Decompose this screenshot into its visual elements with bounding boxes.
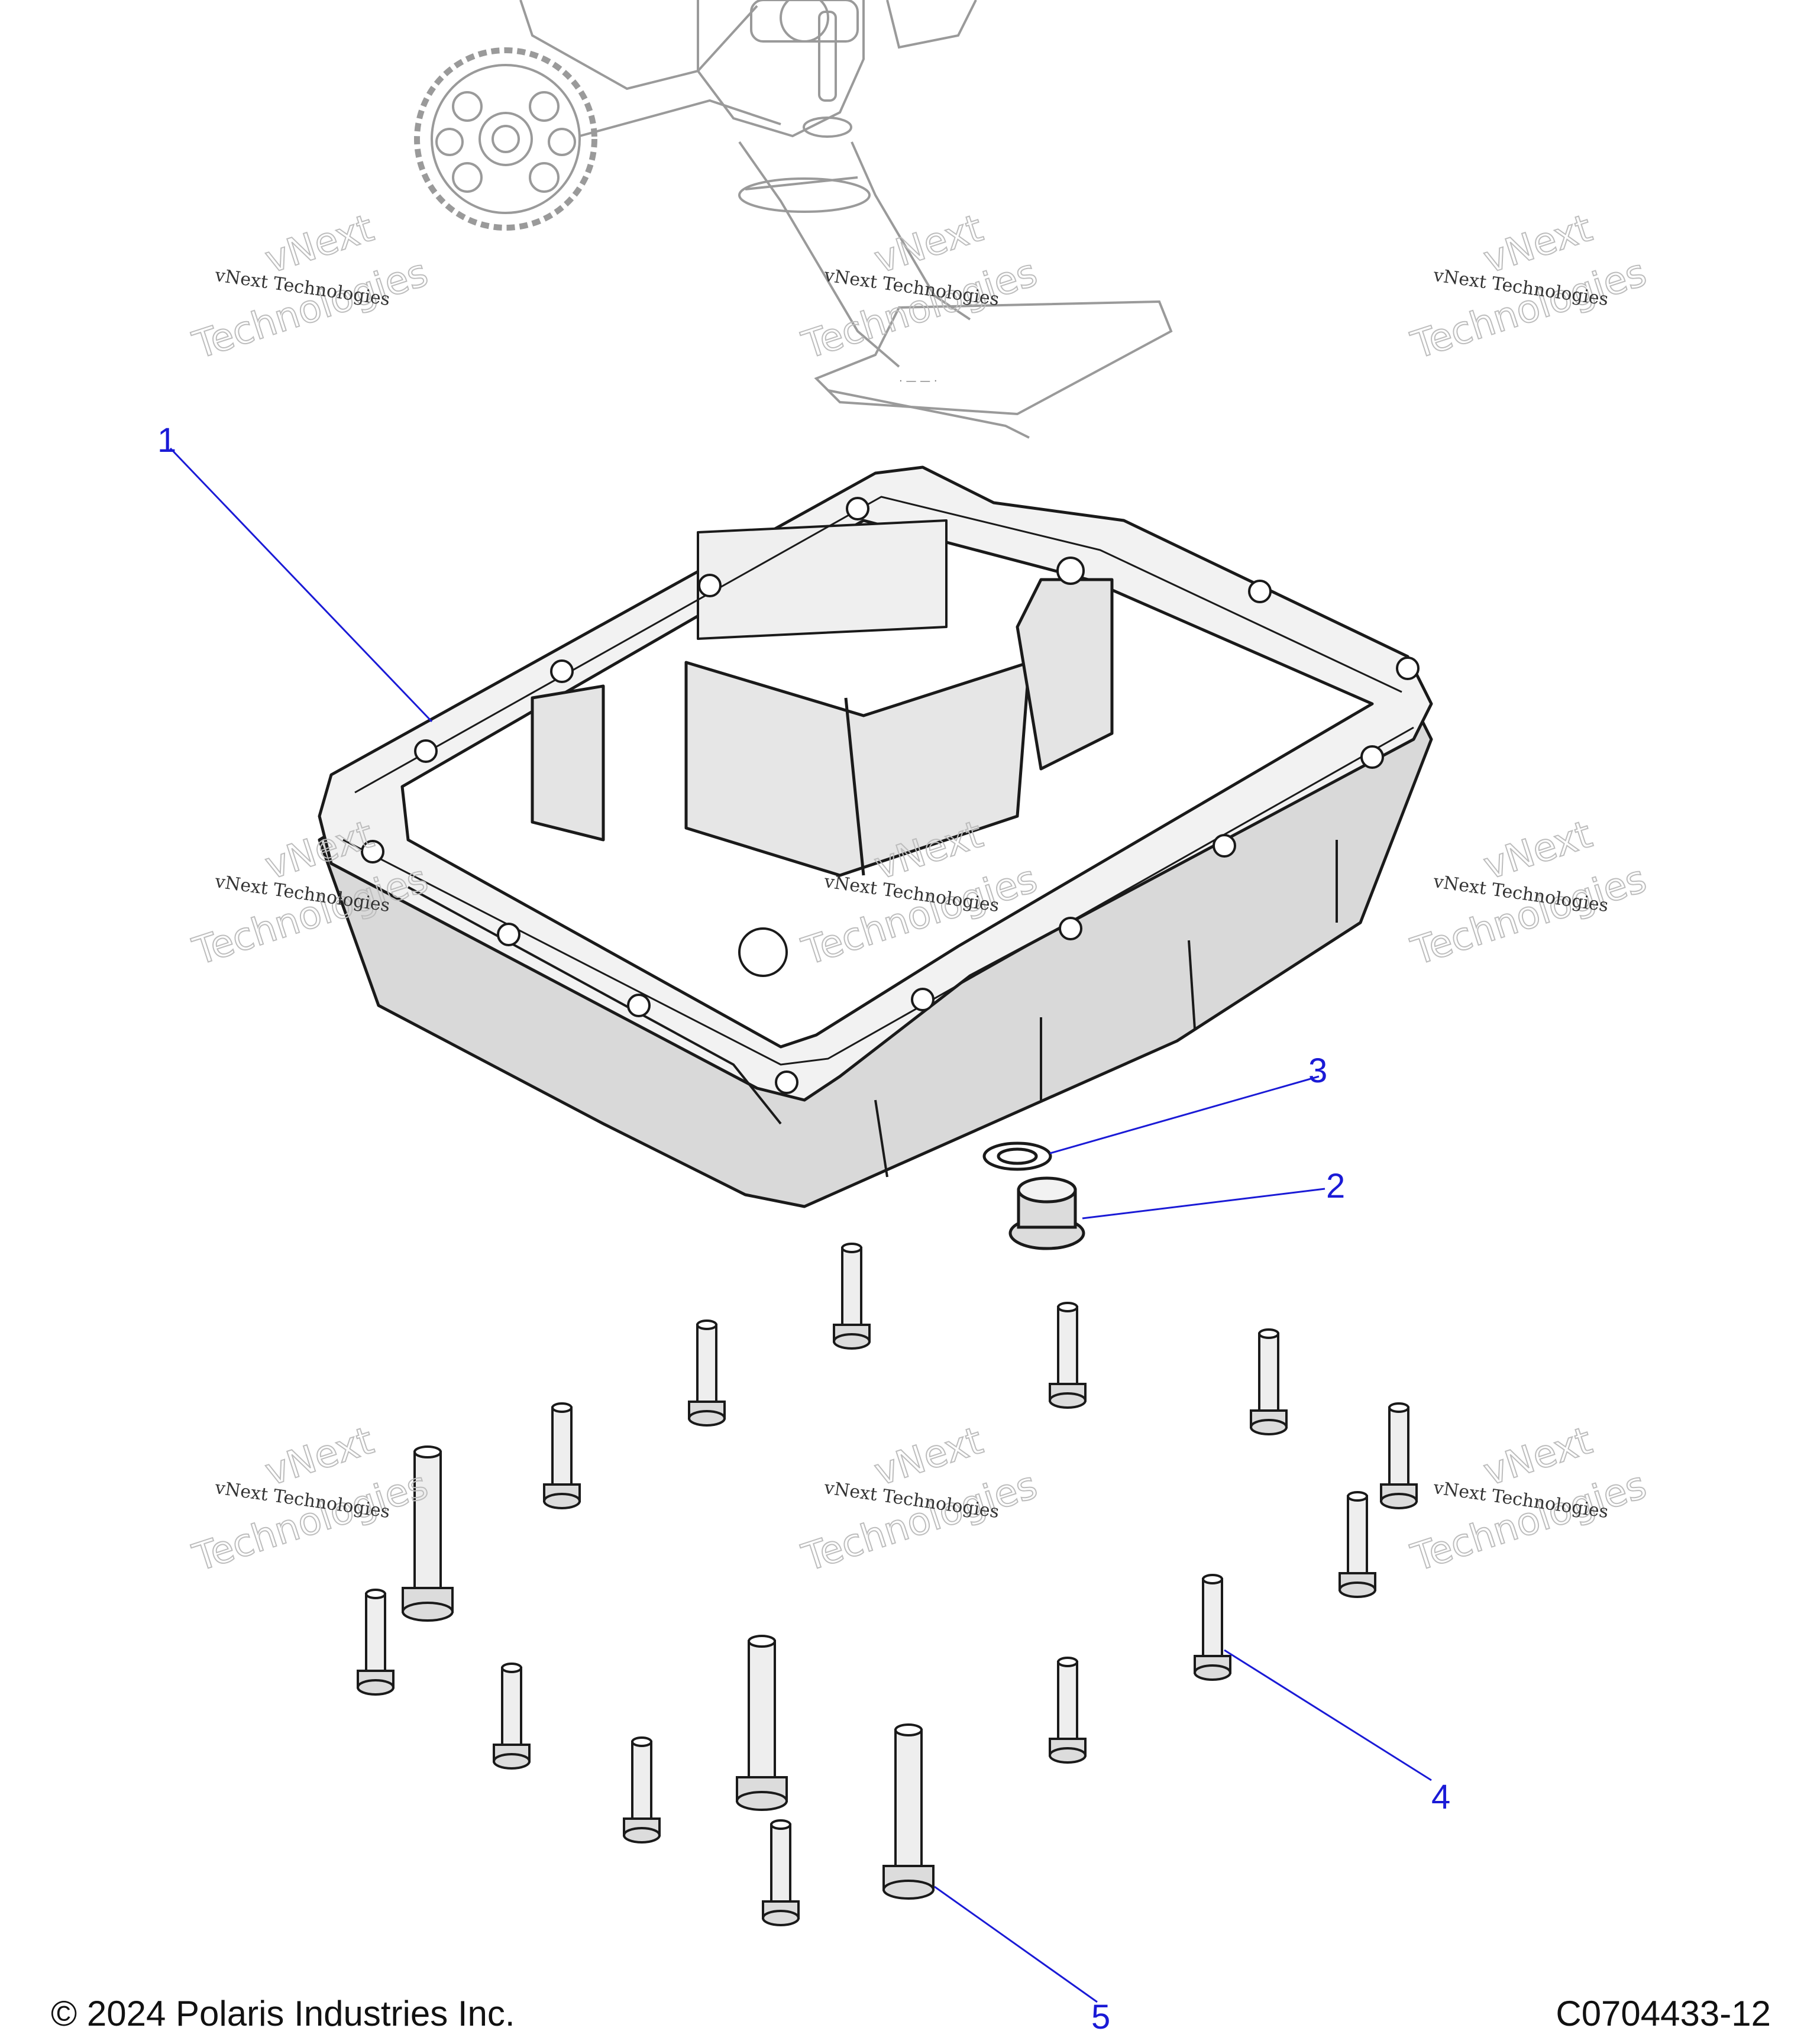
leader-line-4 (1224, 1649, 1432, 1781)
bolt-short (833, 1243, 871, 1350)
bolt-long (736, 1635, 788, 1811)
copyright-notice: © 2024 Polaris Industries Inc. (51, 1994, 515, 2033)
watermark-stamp: vNext Technologies vNext Technologies (1405, 1418, 1652, 1581)
bolt-short (493, 1663, 531, 1770)
callout-1: 1 (157, 421, 176, 460)
figure-id: C0704433-12 (1556, 1994, 1771, 2033)
bolt-short (1049, 1302, 1087, 1409)
bolt-long (402, 1445, 454, 1622)
callouts: 1 2 3 4 5 (157, 421, 1450, 2036)
bolt-short (1250, 1328, 1288, 1435)
leader-line-3 (1049, 1075, 1320, 1154)
callout-3: 3 (1308, 1052, 1327, 1090)
sealing-washer (982, 1141, 1052, 1171)
short-bolts (357, 1243, 1418, 1926)
watermark-stamp: vNext Technologies vNext Technologies (1405, 206, 1652, 368)
watermark-stamp: vNext Technologies vNext Technologies (796, 1418, 1043, 1581)
sprocket-gear (414, 47, 597, 231)
oil-pump-assembly-ghost: · — — · (414, 0, 1173, 439)
watermark-stamp: vNext Technologies vNext Technologies (1405, 812, 1652, 975)
bolt-short (1380, 1402, 1418, 1509)
leader-line-1 (169, 447, 433, 723)
watermarks: vNext Technologies vNext Technologies vN… (187, 206, 1652, 1581)
oil-pan (318, 465, 1433, 1208)
watermark-stamp: vNext Technologies vNext Technologies (187, 1418, 434, 1581)
watermark-stamp: vNext Technologies vNext Technologies (187, 206, 434, 368)
leader-line-5 (934, 1885, 1098, 2003)
bolt-short (623, 1736, 661, 1844)
bolt-short (357, 1589, 395, 1696)
bolt-long (882, 1723, 935, 1900)
long-bolts (402, 1445, 935, 1900)
bolt-short (543, 1402, 581, 1509)
watermark-stamp: vNext Technologies vNext Technologies (796, 206, 1043, 368)
bolt-short (1194, 1574, 1231, 1681)
leader-line-2 (1082, 1188, 1325, 1220)
drain-plug (1008, 1176, 1085, 1250)
bolt-short (1049, 1657, 1087, 1764)
callout-5: 5 (1091, 1998, 1110, 2036)
callout-2: 2 (1326, 1167, 1345, 1205)
svg-text:· — — ·: · — — · (899, 375, 937, 387)
bolt-short (1338, 1491, 1376, 1598)
bolt-short (688, 1319, 726, 1427)
callout-4: 4 (1431, 1778, 1450, 1816)
bolt-short (762, 1819, 800, 1926)
leader-lines (169, 447, 1432, 2003)
flange-bolt-holes (361, 497, 1420, 1094)
